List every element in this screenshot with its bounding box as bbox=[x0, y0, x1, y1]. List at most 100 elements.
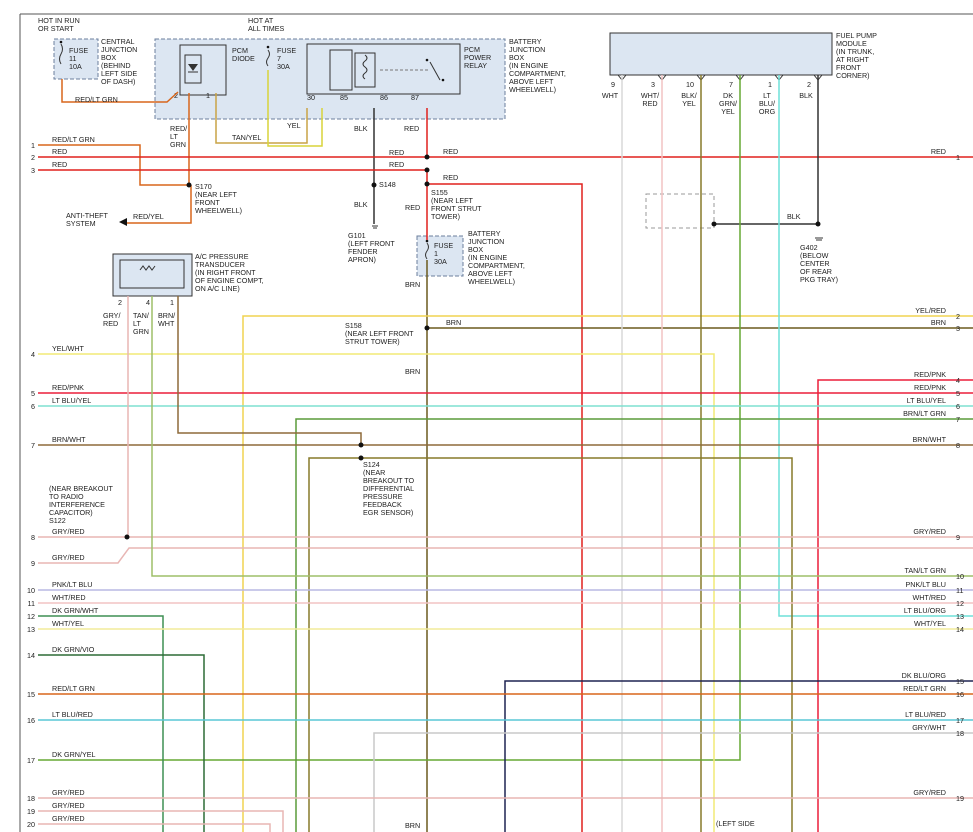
right-row-number: 10 bbox=[956, 572, 964, 581]
right-row-number: 9 bbox=[956, 533, 960, 542]
left-row-label: DK GRN/YEL bbox=[52, 750, 96, 759]
s155-dot bbox=[424, 181, 430, 187]
red-s155-label: RED bbox=[443, 173, 458, 182]
wire-fp-dkgrnyel bbox=[38, 75, 741, 761]
pin-86-label: 86 bbox=[380, 93, 388, 102]
ac-pin-1: 1 bbox=[170, 298, 174, 307]
wire-rredpnk-4 bbox=[817, 379, 973, 832]
right-row-label: DK BLU/ORG bbox=[902, 671, 947, 680]
fp-wire-label: BLK bbox=[799, 91, 813, 100]
left-row-number: 15 bbox=[27, 690, 35, 699]
left-row-label: GRY/RED bbox=[52, 553, 85, 562]
s122-dot bbox=[124, 534, 130, 540]
right-row-label: GRY/RED bbox=[913, 527, 946, 536]
right-row-label: TAN/LT GRN bbox=[904, 566, 946, 575]
wire-s124-branch bbox=[308, 457, 793, 832]
pin-2-label: 2 bbox=[174, 91, 178, 100]
fp-pin-number: 2 bbox=[807, 80, 811, 89]
left-row-label: RED bbox=[52, 147, 67, 156]
pin-87-label: 87 bbox=[411, 93, 419, 102]
right-row-label: RED bbox=[931, 147, 946, 156]
wire-diode-relay bbox=[215, 93, 308, 144]
right-row-label: LT BLU/ORG bbox=[904, 606, 946, 615]
left-row-number: 19 bbox=[27, 807, 35, 816]
left-row-number: 1 bbox=[31, 141, 35, 150]
right-row-number: 15 bbox=[956, 677, 964, 686]
s124-dot-b bbox=[358, 455, 364, 461]
pin-85-label: 85 bbox=[340, 93, 348, 102]
wire-yelred-row2 bbox=[242, 315, 973, 832]
left-row-number: 20 bbox=[27, 820, 35, 829]
right-row-label: BRN bbox=[931, 318, 946, 327]
red-row1-right-label: RED bbox=[443, 147, 458, 156]
right-row-label: YEL/RED bbox=[915, 306, 946, 315]
right-row-label: LT BLU/YEL bbox=[907, 396, 946, 405]
wires bbox=[38, 70, 973, 832]
red-fuse1-label: RED bbox=[405, 203, 420, 212]
splices bbox=[124, 154, 821, 540]
right-row-number: 1 bbox=[956, 153, 960, 162]
s148-label: S148 bbox=[379, 180, 396, 189]
right-row-number: 3 bbox=[956, 324, 960, 333]
right-row-number: 6 bbox=[956, 402, 960, 411]
right-row-label: GRY/WHT bbox=[912, 723, 946, 732]
left-row-label: RED/PNK bbox=[52, 383, 84, 392]
s158-dot bbox=[424, 325, 430, 331]
right-row-label: RED/PNK bbox=[914, 383, 946, 392]
red-relay-label: RED bbox=[404, 124, 419, 133]
right-row-number: 2 bbox=[956, 312, 960, 321]
brn-s158-label: BRN bbox=[446, 318, 461, 327]
left-row-label: GRY/RED bbox=[52, 814, 85, 823]
pin-1-label: 1 bbox=[206, 91, 210, 100]
s170-dot bbox=[186, 182, 192, 188]
right-row-number: 18 bbox=[956, 729, 964, 738]
left-row-label: RED bbox=[52, 160, 67, 169]
right-row-number: 5 bbox=[956, 389, 960, 398]
wire-row14-dkgrnvio bbox=[38, 654, 205, 832]
fp-wire-label: WHT bbox=[602, 91, 619, 100]
wire-row4-yelwht bbox=[38, 353, 715, 832]
left-row-number: 9 bbox=[31, 559, 35, 568]
red-row2-label: RED bbox=[389, 148, 404, 157]
left-row-number: 18 bbox=[27, 794, 35, 803]
right-row-number: 17 bbox=[956, 716, 964, 725]
wire-row3 bbox=[38, 169, 428, 240]
right-row-label: BRN/WHT bbox=[912, 435, 946, 444]
gry-red-vertical-label: GRY/RED bbox=[103, 311, 120, 328]
left-row-number: 2 bbox=[31, 153, 35, 162]
wire-row1-s170 bbox=[38, 144, 191, 186]
fp-pin-number: 10 bbox=[686, 80, 694, 89]
wire-row19-gryred bbox=[38, 810, 284, 832]
left-row-label: DK GRN/WHT bbox=[52, 606, 99, 615]
fp-pin-number: 9 bbox=[611, 80, 615, 89]
wire-dkbluorg-15 bbox=[504, 680, 973, 832]
wire-fp-ltbluorg bbox=[778, 75, 973, 617]
red-ltgrn-top-label: RED/LT GRN bbox=[75, 95, 118, 104]
left-row-label: GRY/RED bbox=[52, 788, 85, 797]
tan-yel-label: TAN/YEL bbox=[232, 133, 261, 142]
left-row-label: WHT/YEL bbox=[52, 619, 84, 628]
left-row-number: 13 bbox=[27, 625, 35, 634]
right-row-label: RED/PNK bbox=[914, 370, 946, 379]
left-row-label: WHT/RED bbox=[52, 593, 86, 602]
blk-relay-label: BLK bbox=[354, 124, 368, 133]
right-row-number: 12 bbox=[956, 599, 964, 608]
right-row-label: GRY/RED bbox=[913, 788, 946, 797]
